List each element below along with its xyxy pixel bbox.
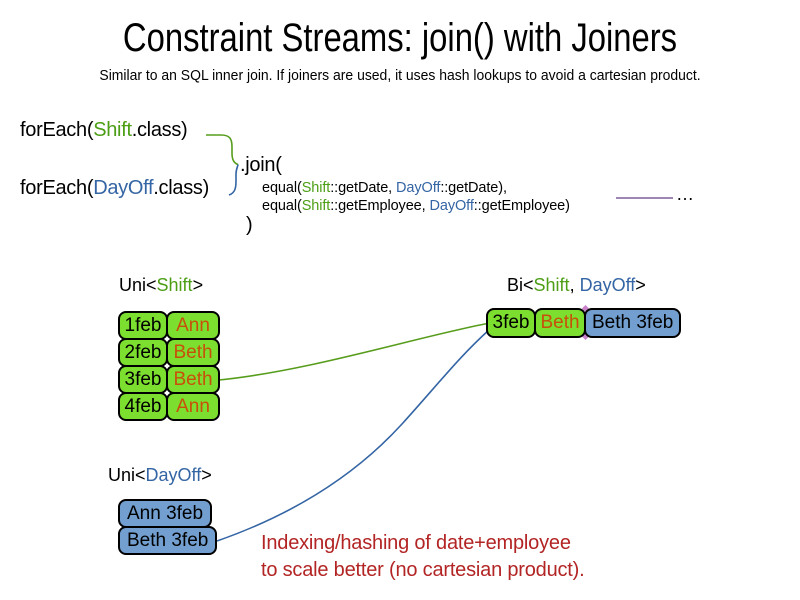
shift-date-cell: 2feb	[118, 338, 168, 367]
dayoff-class-token: DayOff	[429, 198, 474, 214]
bracket-line-dayoff	[228, 164, 239, 196]
bracket-line-shift	[206, 134, 239, 166]
bi-shift-employee-cell: Beth	[534, 308, 586, 338]
dayoff-class-token: DayOff	[93, 177, 154, 199]
dayoff-cell: Ann 3feb	[118, 499, 213, 528]
bi-dayoff-cell: Beth 3feb	[584, 308, 682, 338]
label-text: >	[201, 465, 212, 485]
shift-class-token: Shift	[301, 180, 331, 196]
code-text: forEach(	[20, 119, 94, 141]
dayoff-tuple-row: Beth 3feb	[118, 526, 218, 555]
shift-class-token: Shift	[93, 119, 132, 141]
dayoff-tuple-row: Ann 3feb	[118, 499, 217, 528]
code-text: ::getEmployee)	[473, 198, 570, 214]
code-foreach-shift: forEach(Shift.class)	[20, 119, 188, 142]
shift-date-cell: 1feb	[118, 311, 168, 340]
indexing-note-line2: to scale better (no cartesian product).	[261, 559, 585, 581]
shift-employee-cell: Beth	[166, 338, 220, 367]
shift-class-token: Shift	[301, 198, 331, 214]
code-join-close: )	[246, 214, 253, 236]
code-joiner-employee: equal(Shift::getEmployee, DayOff::getEmp…	[262, 198, 570, 214]
code-text: equal(	[262, 180, 302, 196]
shift-tuple-row: 2feb Beth	[118, 338, 220, 367]
shift-class-token: Shift	[533, 275, 570, 295]
code-text: .class)	[131, 119, 188, 141]
code-text: .class)	[153, 177, 209, 199]
indexing-note: Indexing/hashing of date+employee to sca…	[261, 530, 585, 584]
shift-tuple-to-bi-line	[218, 322, 491, 381]
dayoff-class-token: DayOff	[396, 180, 441, 196]
label-text: ,	[569, 275, 580, 295]
shift-tuple-row: 3feb Beth	[118, 365, 220, 394]
dayoff-cell: Beth 3feb	[118, 526, 218, 555]
bi-tuple-row: 3feb Beth Beth 3feb	[486, 308, 682, 338]
label-text: Uni<	[119, 275, 157, 295]
code-text: ::getEmployee,	[330, 198, 430, 214]
code-joiner-date: equal(Shift::getDate, DayOff::getDate),	[262, 180, 507, 196]
shift-employee-cell: Beth	[166, 365, 220, 394]
label-text: >	[635, 275, 646, 295]
shift-employee-cell: Ann	[166, 392, 220, 421]
shift-employee-cell: Ann	[166, 311, 220, 340]
dayoff-class-token: DayOff	[145, 465, 202, 485]
uni-shift-table: 1feb Ann 2feb Beth 3feb Beth 4feb Ann	[118, 311, 220, 421]
indexing-note-line1: Indexing/hashing of date+employee	[261, 532, 571, 554]
bi-shift-date-cell: 3feb	[486, 308, 536, 338]
code-foreach-dayoff: forEach(DayOff.class)	[20, 177, 209, 200]
uni-dayoff-table: Ann 3feb Beth 3feb	[118, 499, 218, 555]
code-text: ::getDate,	[330, 180, 397, 196]
code-join-open: .join(	[240, 154, 282, 176]
bi-stream-label: Bi<Shift, DayOff>	[507, 275, 646, 296]
dayoff-tuple-to-bi-line	[216, 328, 491, 542]
slide-title: Constraint Streams: join() with Joiners	[122, 16, 678, 60]
label-text: >	[192, 275, 204, 295]
dayoff-class-token: DayOff	[579, 275, 636, 295]
shift-class-token: Shift	[156, 275, 193, 295]
slide-subtitle: Similar to an SQL inner join. If joiners…	[99, 67, 701, 84]
label-text: Uni<	[108, 465, 146, 485]
uni-dayoff-label: Uni<DayOff>	[108, 465, 212, 486]
code-text: forEach(	[20, 177, 94, 199]
code-text: ::getDate),	[440, 180, 507, 196]
shift-date-cell: 3feb	[118, 365, 168, 394]
code-text: equal(	[262, 198, 302, 214]
uni-shift-label: Uni<Shift>	[119, 275, 203, 296]
label-text: Bi<	[507, 275, 534, 295]
shift-tuple-row: 1feb Ann	[118, 311, 220, 340]
shift-tuple-row: 4feb Ann	[118, 392, 220, 421]
more-joiners-ellipsis: …	[676, 184, 695, 204]
shift-date-cell: 4feb	[118, 392, 168, 421]
